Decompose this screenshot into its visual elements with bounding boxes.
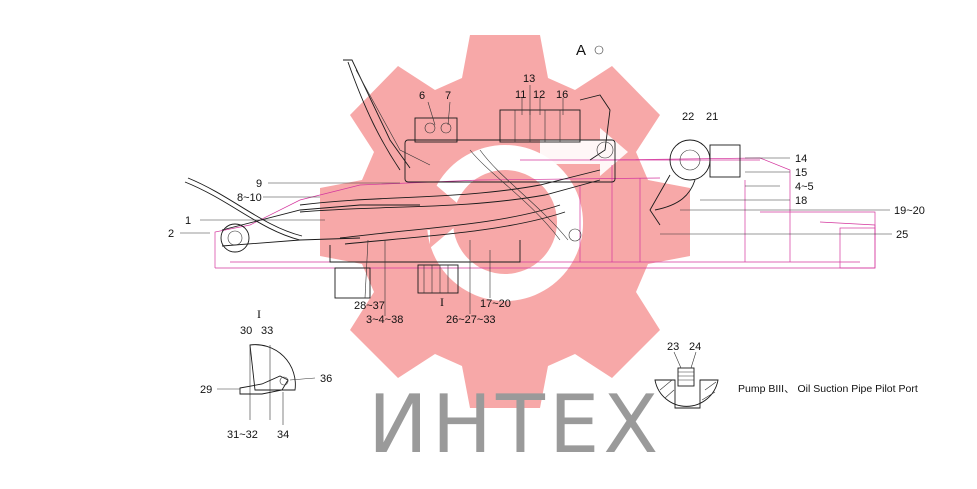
watermark-arrow-left — [360, 180, 470, 248]
callout-2: 2 — [168, 228, 174, 240]
port-section — [654, 379, 719, 409]
watermark-gear — [320, 35, 690, 408]
callout-15: 15 — [795, 167, 807, 179]
right-pump-motor — [709, 144, 741, 178]
callout-roman-I: I — [440, 295, 444, 309]
port-callout-24: 24 — [689, 341, 701, 353]
callout-26-27-33: 26~27~33 — [446, 314, 496, 326]
valve-block-6 — [414, 117, 458, 143]
callout-14: 14 — [795, 153, 807, 165]
callout-12: 12 — [533, 89, 545, 101]
callout-7: 7 — [445, 90, 451, 102]
callout-9: 9 — [256, 178, 262, 190]
callout-3-4-38: 3~4~38 — [366, 314, 403, 326]
callout-4-5: 4~5 — [795, 181, 814, 193]
watermark-text: ИНТЕХ — [368, 378, 662, 471]
callout-21: 21 — [706, 111, 718, 123]
callout-25: 25 — [896, 229, 908, 241]
pump-block-left — [334, 267, 371, 299]
machinery — [184, 59, 741, 299]
callout-6: 6 — [419, 90, 425, 102]
watermark-gear-inner — [453, 170, 557, 274]
callout-17-20: 17~20 — [480, 298, 511, 310]
view-marker — [594, 45, 604, 55]
port-callout-23: 23 — [667, 341, 679, 353]
pump-block-center — [417, 264, 459, 294]
detail-callout-31-32: 31~32 — [227, 429, 258, 441]
left-pivot — [220, 223, 250, 253]
callout-22: 22 — [682, 111, 694, 123]
callout-28-37: 28~37 — [354, 300, 385, 312]
callout-8-10: 8~10 — [237, 192, 262, 204]
detail-section — [249, 344, 296, 391]
callouts: A 1 2 6 7 8~10 9 11 12 13 16 22 21 14 15… — [168, 42, 925, 326]
callout-19-20: 19~20 — [894, 205, 925, 217]
callout-16: 16 — [556, 89, 568, 101]
watermark-gear-logo: ИНТЕХ — [320, 35, 690, 471]
detail-callout-33: 33 — [261, 325, 273, 337]
callout-11: 11 — [515, 89, 526, 101]
detail-title: I — [257, 307, 261, 321]
detail-callout-36: 36 — [320, 373, 332, 385]
callout-A: A — [576, 42, 586, 59]
leader-lines — [180, 85, 892, 316]
callout-18: 18 — [795, 195, 807, 207]
port-detail: 23 24 Pump BIII、 Oil Suction Pipe Pilot … — [654, 341, 918, 409]
detail-callout-30: 30 — [240, 325, 252, 337]
detail-callout-29: 29 — [200, 384, 212, 396]
callout-13: 13 — [523, 73, 535, 85]
detail-view-I: I 30 33 29 36 31~32 34 — [200, 307, 332, 441]
port-caption: Pump BIII、 Oil Suction Pipe Pilot Port — [738, 383, 918, 395]
port-plug — [677, 367, 695, 387]
detail-callout-34: 34 — [277, 429, 289, 441]
callout-1: 1 — [185, 215, 191, 227]
